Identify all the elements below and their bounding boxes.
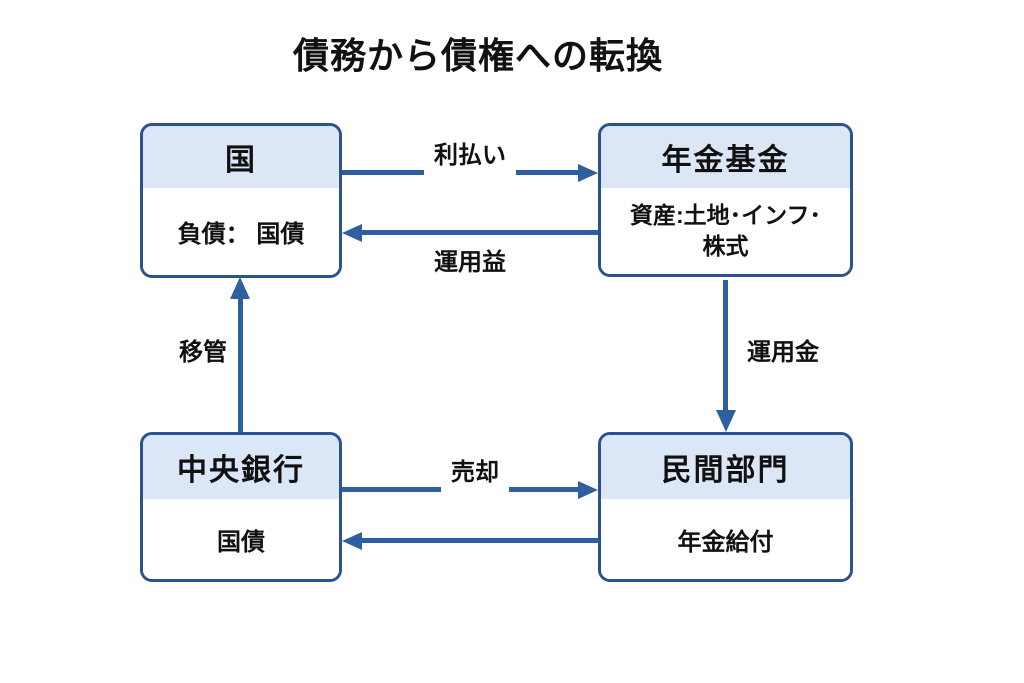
- node-kuni-header: 国: [143, 126, 339, 188]
- node-chuo-body-label: 国債: [217, 528, 265, 556]
- node-nenkin-header-label: 年金基金: [661, 144, 790, 177]
- node-minkan-header: 民間部門: [601, 435, 850, 499]
- arrowhead-left-icon: [342, 224, 362, 242]
- node-chuo-header-label: 中央銀行: [177, 454, 305, 487]
- diagram-title: 債務から債権への転換: [292, 35, 663, 76]
- node-minkan-body-label: 年金給付: [677, 528, 774, 556]
- node-kuni: 国 負債： 国債: [140, 123, 342, 278]
- edge-unyoeki-label: 運用益: [434, 249, 506, 276]
- node-chuo-header: 中央銀行: [143, 435, 339, 499]
- node-minkan-body: 年金給付: [601, 499, 850, 579]
- edge-ikan-line: [238, 298, 243, 433]
- node-chuo: 中央銀行 国債: [140, 432, 342, 582]
- edge-unyokin-line: [723, 280, 728, 412]
- edge-riharai-label: 利払い: [424, 141, 516, 181]
- node-nenkin-body-line2: 株式: [702, 233, 749, 259]
- node-minkan: 民間部門 年金給付: [598, 432, 853, 582]
- node-chuo-body: 国債: [143, 499, 339, 579]
- node-minkan-header-label: 民間部門: [661, 454, 790, 487]
- edge-unyokin-label: 運用金: [747, 339, 819, 366]
- node-nenkin-body: 資産:土地･インフ･ 株式: [601, 188, 850, 274]
- arrowhead-up-icon: [230, 277, 250, 299]
- node-kuni-body-label: 負債： 国債: [177, 221, 305, 248]
- arrowhead-right-icon: [578, 481, 598, 499]
- edge-baikyaku-label: 売却: [441, 458, 509, 498]
- arrowhead-right-icon: [578, 164, 598, 182]
- node-nenkin-body-line1: 資産:土地･インフ･: [630, 202, 821, 228]
- arrowhead-down-icon: [716, 410, 736, 432]
- edge-ikan-label: 移管: [179, 339, 227, 366]
- arrowhead-left-icon: [342, 532, 362, 550]
- node-nenkin: 年金基金 資産:土地･インフ･ 株式: [598, 123, 853, 277]
- node-kuni-body: 負債： 国債: [143, 188, 339, 275]
- node-nenkin-header: 年金基金: [601, 126, 850, 188]
- node-kuni-header-label: 国: [225, 144, 257, 177]
